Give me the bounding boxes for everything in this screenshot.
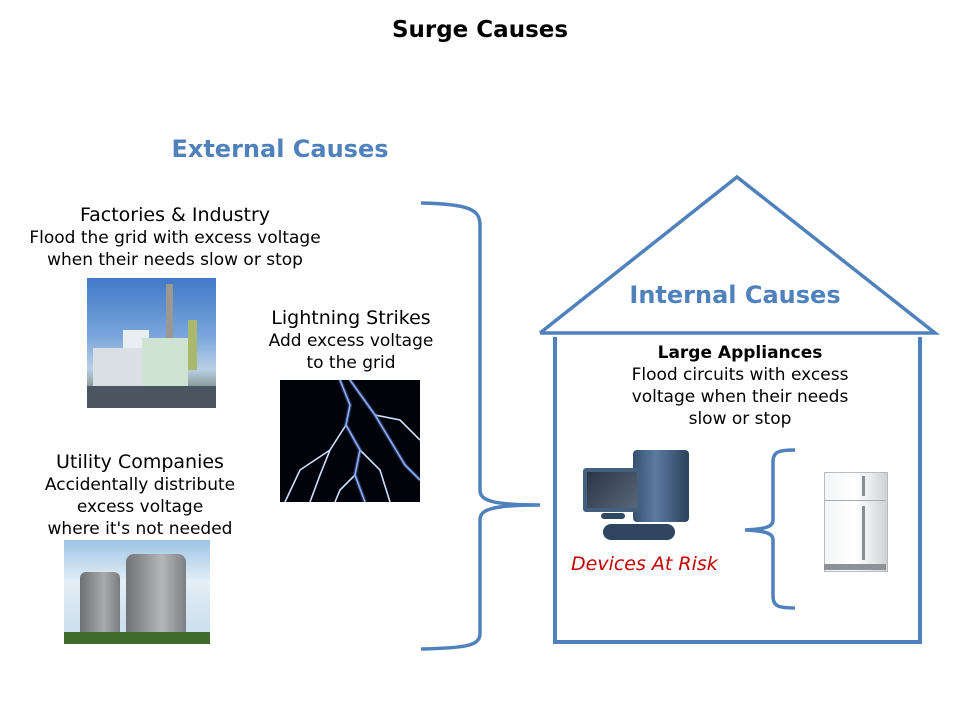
house-body	[553, 337, 922, 644]
refrigerator-photo	[822, 472, 888, 572]
utility-desc-line: excess voltage	[76, 497, 204, 517]
house-roof	[538, 174, 941, 335]
appliances-desc-line: voltage when their needs	[631, 387, 849, 407]
appliance-bracket	[744, 448, 796, 610]
lightning-block: Lightning Strikes Add excess voltage to …	[246, 306, 456, 374]
page-title: Surge Causes	[391, 17, 569, 43]
factories-desc-line: Flood the grid with excess voltage	[29, 228, 321, 248]
utility-desc-line: Accidentally distribute	[44, 475, 236, 495]
appliances-desc-line: Flood circuits with excess	[631, 365, 849, 385]
factories-title: Factories & Industry	[79, 204, 271, 226]
cooling-towers-photo	[64, 540, 210, 644]
lightning-desc-line: Add excess voltage	[268, 331, 434, 351]
large-appliances-title: Large Appliances	[657, 343, 823, 363]
external-bracket	[420, 201, 541, 651]
external-causes-heading: External Causes	[171, 135, 389, 163]
appliances-desc-line: slow or stop	[688, 409, 792, 429]
large-appliances-block: Large Appliances Flood circuits with exc…	[590, 342, 890, 430]
power-plant-photo	[87, 278, 216, 408]
lightning-desc-line: to the grid	[306, 353, 396, 373]
desktop-computer-photo	[583, 450, 691, 550]
utility-block: Utility Companies Accidentally distribut…	[10, 450, 270, 540]
internal-causes-heading: Internal Causes	[629, 281, 841, 309]
utility-title: Utility Companies	[56, 451, 224, 473]
utility-desc-line: where it's not needed	[47, 519, 233, 539]
lightning-photo	[280, 380, 420, 502]
lightning-title: Lightning Strikes	[271, 307, 431, 329]
factories-block: Factories & Industry Flood the grid with…	[0, 203, 350, 271]
devices-at-risk-label: Devices At Risk	[571, 553, 718, 575]
factories-desc-line: when their needs slow or stop	[47, 250, 303, 270]
